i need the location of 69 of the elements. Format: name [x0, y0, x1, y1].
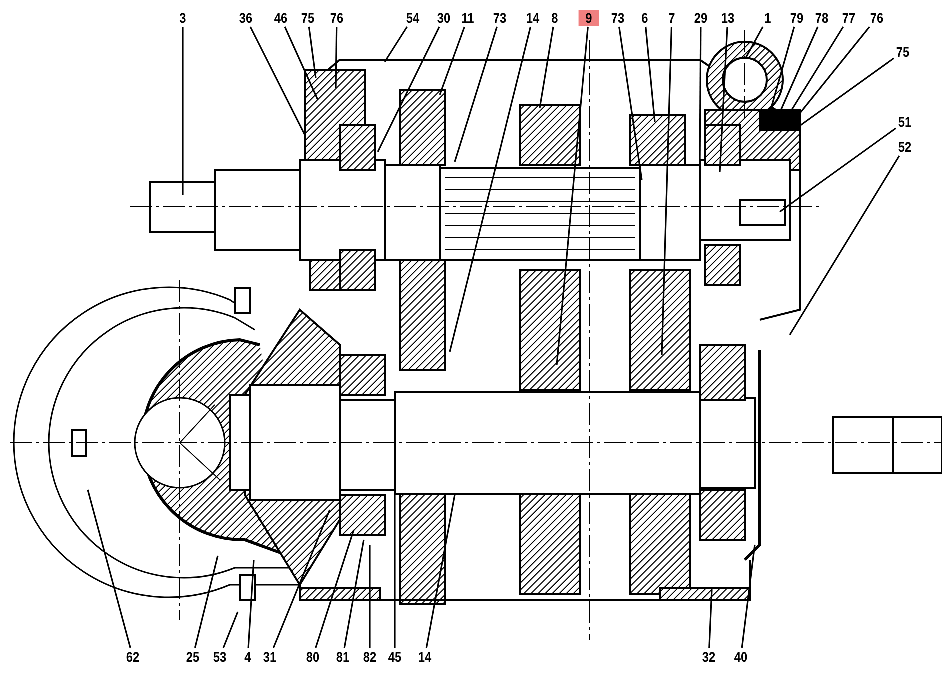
leader-line: [789, 156, 900, 336]
callout-number: 78: [812, 10, 832, 26]
callout-number: 32: [698, 649, 720, 665]
callout-number: 52: [894, 139, 916, 155]
leader-line: [250, 26, 306, 136]
callout-number: 82: [360, 649, 380, 665]
callout-number: 76: [326, 10, 348, 26]
leader-line: [426, 494, 456, 648]
leader-line: [308, 26, 317, 78]
leader-line: [182, 27, 184, 195]
callout-number: 1: [758, 10, 778, 26]
leader-line: [745, 26, 764, 58]
callout-number: 54: [402, 10, 424, 26]
callout-number: 80: [302, 649, 324, 665]
leader-line: [708, 590, 713, 648]
leader-line: [439, 26, 466, 96]
callout-number: 3: [172, 10, 194, 26]
callout-number: 11: [458, 10, 478, 26]
callout-number: 40: [730, 649, 752, 665]
callout-number: 81: [332, 649, 354, 665]
leader-line: [618, 26, 643, 180]
callout-number: 76: [866, 10, 888, 26]
leader-line: [394, 495, 396, 648]
leader-line: [377, 26, 440, 152]
callout-number: 73: [608, 10, 628, 26]
callout-number: 75: [892, 44, 914, 60]
callout-number: 36: [236, 10, 256, 26]
leader-line: [454, 26, 498, 162]
leader-line: [248, 560, 255, 648]
leader-line: [539, 26, 554, 108]
leader-line: [194, 556, 219, 648]
leader-line: [222, 612, 239, 648]
callout-number: 14: [522, 10, 544, 26]
leader-line: [272, 510, 331, 648]
leader-line: [800, 58, 894, 127]
leader-line: [315, 530, 355, 648]
callout-number: 75: [298, 10, 318, 26]
leader-line: [741, 544, 756, 648]
callout-number: 7: [662, 10, 682, 26]
callout-number: 29: [690, 10, 712, 26]
callout-number: 77: [838, 10, 860, 26]
leader-line: [344, 540, 365, 648]
callout-number: 45: [384, 649, 406, 665]
callout-number: 8: [544, 10, 566, 26]
leader-line: [284, 26, 319, 100]
leader-line: [719, 26, 728, 172]
leader-line: [449, 26, 532, 352]
callout-number: 6: [634, 10, 656, 26]
leader-line: [661, 26, 673, 356]
callout-number: 25: [182, 649, 204, 665]
leader-line: [369, 545, 371, 648]
callout-number: 4: [238, 649, 258, 665]
callout-number: 30: [434, 10, 454, 26]
leader-line: [780, 128, 896, 213]
callout-number: 31: [260, 649, 280, 665]
callout-number: 46: [270, 10, 292, 26]
leader-line: [335, 26, 338, 88]
callout-number: 79: [786, 10, 808, 26]
leader-line: [87, 490, 132, 648]
leader-line: [384, 26, 408, 62]
callout-number: 9: [578, 10, 600, 26]
callout-number: 62: [122, 649, 144, 665]
leader-line: [556, 26, 589, 366]
leader-line: [645, 26, 656, 122]
callout-number: 13: [718, 10, 738, 26]
callout-number: 14: [414, 649, 436, 665]
callout-number: 51: [894, 114, 916, 130]
callout-number: 53: [210, 649, 230, 665]
callout-number: 73: [490, 10, 510, 26]
